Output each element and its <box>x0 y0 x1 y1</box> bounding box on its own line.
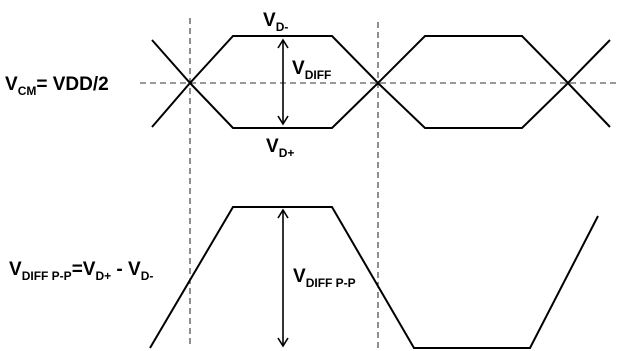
label-vdiff: VDIFF <box>292 58 331 82</box>
label-vd-minus: VD- <box>263 10 288 34</box>
signal-d-minus-trace <box>151 35 611 85</box>
vdiff-arrow <box>277 38 289 126</box>
differential-trace <box>149 206 599 349</box>
vdiff-pp-arrow <box>277 208 289 348</box>
label-vdiff-pp: VDIFF P-P <box>293 266 356 290</box>
label-vd-plus: VD+ <box>266 136 294 160</box>
label-vcm: VCM= VDD/2 <box>5 74 109 98</box>
label-vdiff-pp-equation: VDIFF P-P=VD+ - VD- <box>9 259 153 283</box>
signal-d-plus-trace <box>151 81 611 129</box>
